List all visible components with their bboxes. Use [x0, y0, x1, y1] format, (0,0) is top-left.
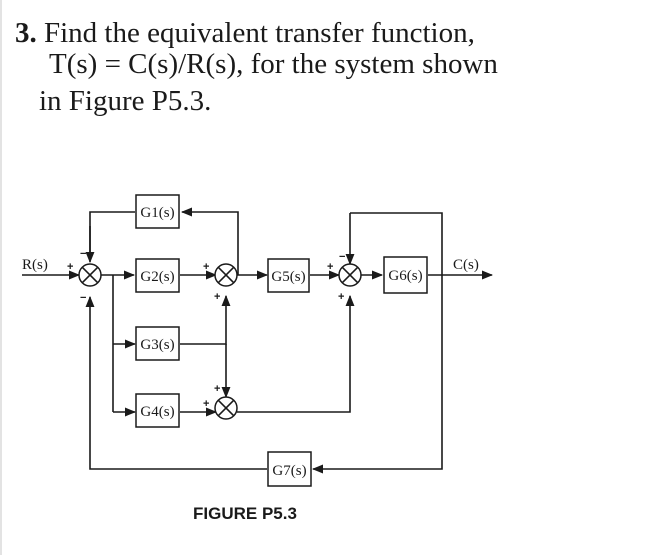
- block-g7-label: G7(s): [272, 463, 306, 479]
- block-g3: G3(s): [135, 326, 180, 361]
- sum1-g1-sign: −: [80, 248, 86, 260]
- to-g7-line: [311, 275, 443, 474]
- block-g1-label: G1(s): [140, 205, 174, 221]
- block-g3-label: G3(s): [140, 337, 174, 353]
- block-g7: G7(s): [267, 451, 312, 487]
- block-g4: G4(s): [135, 393, 180, 428]
- sum4-feedback-sign: −: [339, 251, 345, 263]
- summing-junction-1: [78, 263, 102, 287]
- junction-signs: + − − + + + + + − +: [67, 248, 345, 410]
- left-border: [0, 0, 2, 555]
- g7-feedback-line: [85, 295, 267, 470]
- question-text-1: Find the equivalent transfer function,: [44, 17, 475, 49]
- block-g2: G2(s): [135, 258, 180, 293]
- block-g1: G1(s): [135, 194, 180, 229]
- sum3-g4-sign: +: [203, 398, 209, 410]
- block-g5: G5(s): [267, 258, 310, 293]
- question-number: 3.: [15, 17, 37, 49]
- sum2-g3-sign: +: [214, 291, 220, 303]
- question-line-3: in Figure P5.3.: [39, 85, 212, 117]
- question-line-1: 3. Find the equivalent transfer function…: [15, 18, 475, 48]
- summing-junctions: [78, 263, 362, 420]
- block-g6: G6(s): [383, 256, 428, 294]
- summing-junction-3: [214, 396, 238, 420]
- sum4-sum3-sign: +: [338, 291, 344, 303]
- block-g4-label: G4(s): [140, 404, 174, 420]
- sum4-g5-sign: +: [327, 261, 333, 273]
- g3-to-sum2-line: [180, 294, 231, 345]
- sum1-input-sign: +: [67, 261, 73, 273]
- to-g1-line: [180, 207, 239, 275]
- sum3-g3-sign: +: [214, 383, 220, 395]
- transfer-blocks: G1(s) G2(s) G3(s) G4(s) G5(s) G6(s): [135, 194, 428, 487]
- block-g2-label: G2(s): [140, 269, 174, 285]
- sum1-g7-sign: −: [80, 292, 86, 304]
- summing-junction-4: [338, 263, 362, 287]
- figure-caption: FIGURE P5.3: [193, 504, 297, 523]
- question-line-2: T(s) = C(s)/R(s), for the system shown: [49, 48, 498, 80]
- signal-lines: [22, 207, 494, 474]
- output-label: C(s): [453, 257, 479, 273]
- sum3-to-sum4-line: [237, 294, 355, 413]
- block-g5-label: G5(s): [271, 269, 305, 285]
- sum2-g2-sign: +: [203, 261, 209, 273]
- block-g6-label: G6(s): [388, 268, 422, 284]
- summing-junction-2: [214, 263, 238, 287]
- input-label: R(s): [22, 257, 48, 273]
